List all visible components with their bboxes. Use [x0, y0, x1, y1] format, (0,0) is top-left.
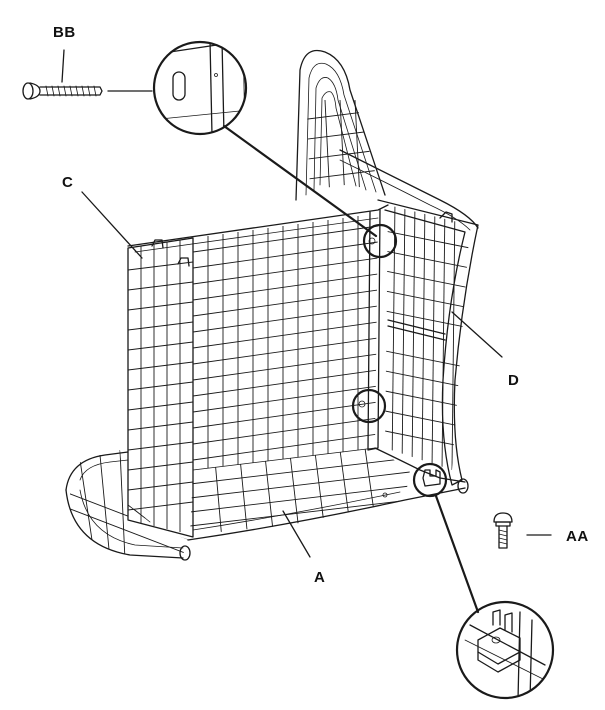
base-rail: [65, 450, 469, 561]
callout-bottom-detail: [434, 494, 555, 700]
label-d: D: [508, 372, 519, 389]
bolt-hole-markers: [351, 223, 448, 498]
bolt-bb-icon: [22, 49, 153, 100]
side-panel-d: [377, 199, 479, 486]
label-aa: AA: [566, 528, 589, 545]
label-a: A: [314, 569, 325, 586]
leader-lines: [81, 191, 503, 558]
back-rest-frame: [295, 49, 479, 231]
bolt-aa-icon: [493, 512, 552, 549]
back-panel: [127, 204, 389, 471]
side-panel-c: [127, 237, 194, 538]
label-bb: BB: [53, 24, 76, 41]
seat-a: [187, 447, 466, 541]
label-c: C: [62, 174, 73, 191]
